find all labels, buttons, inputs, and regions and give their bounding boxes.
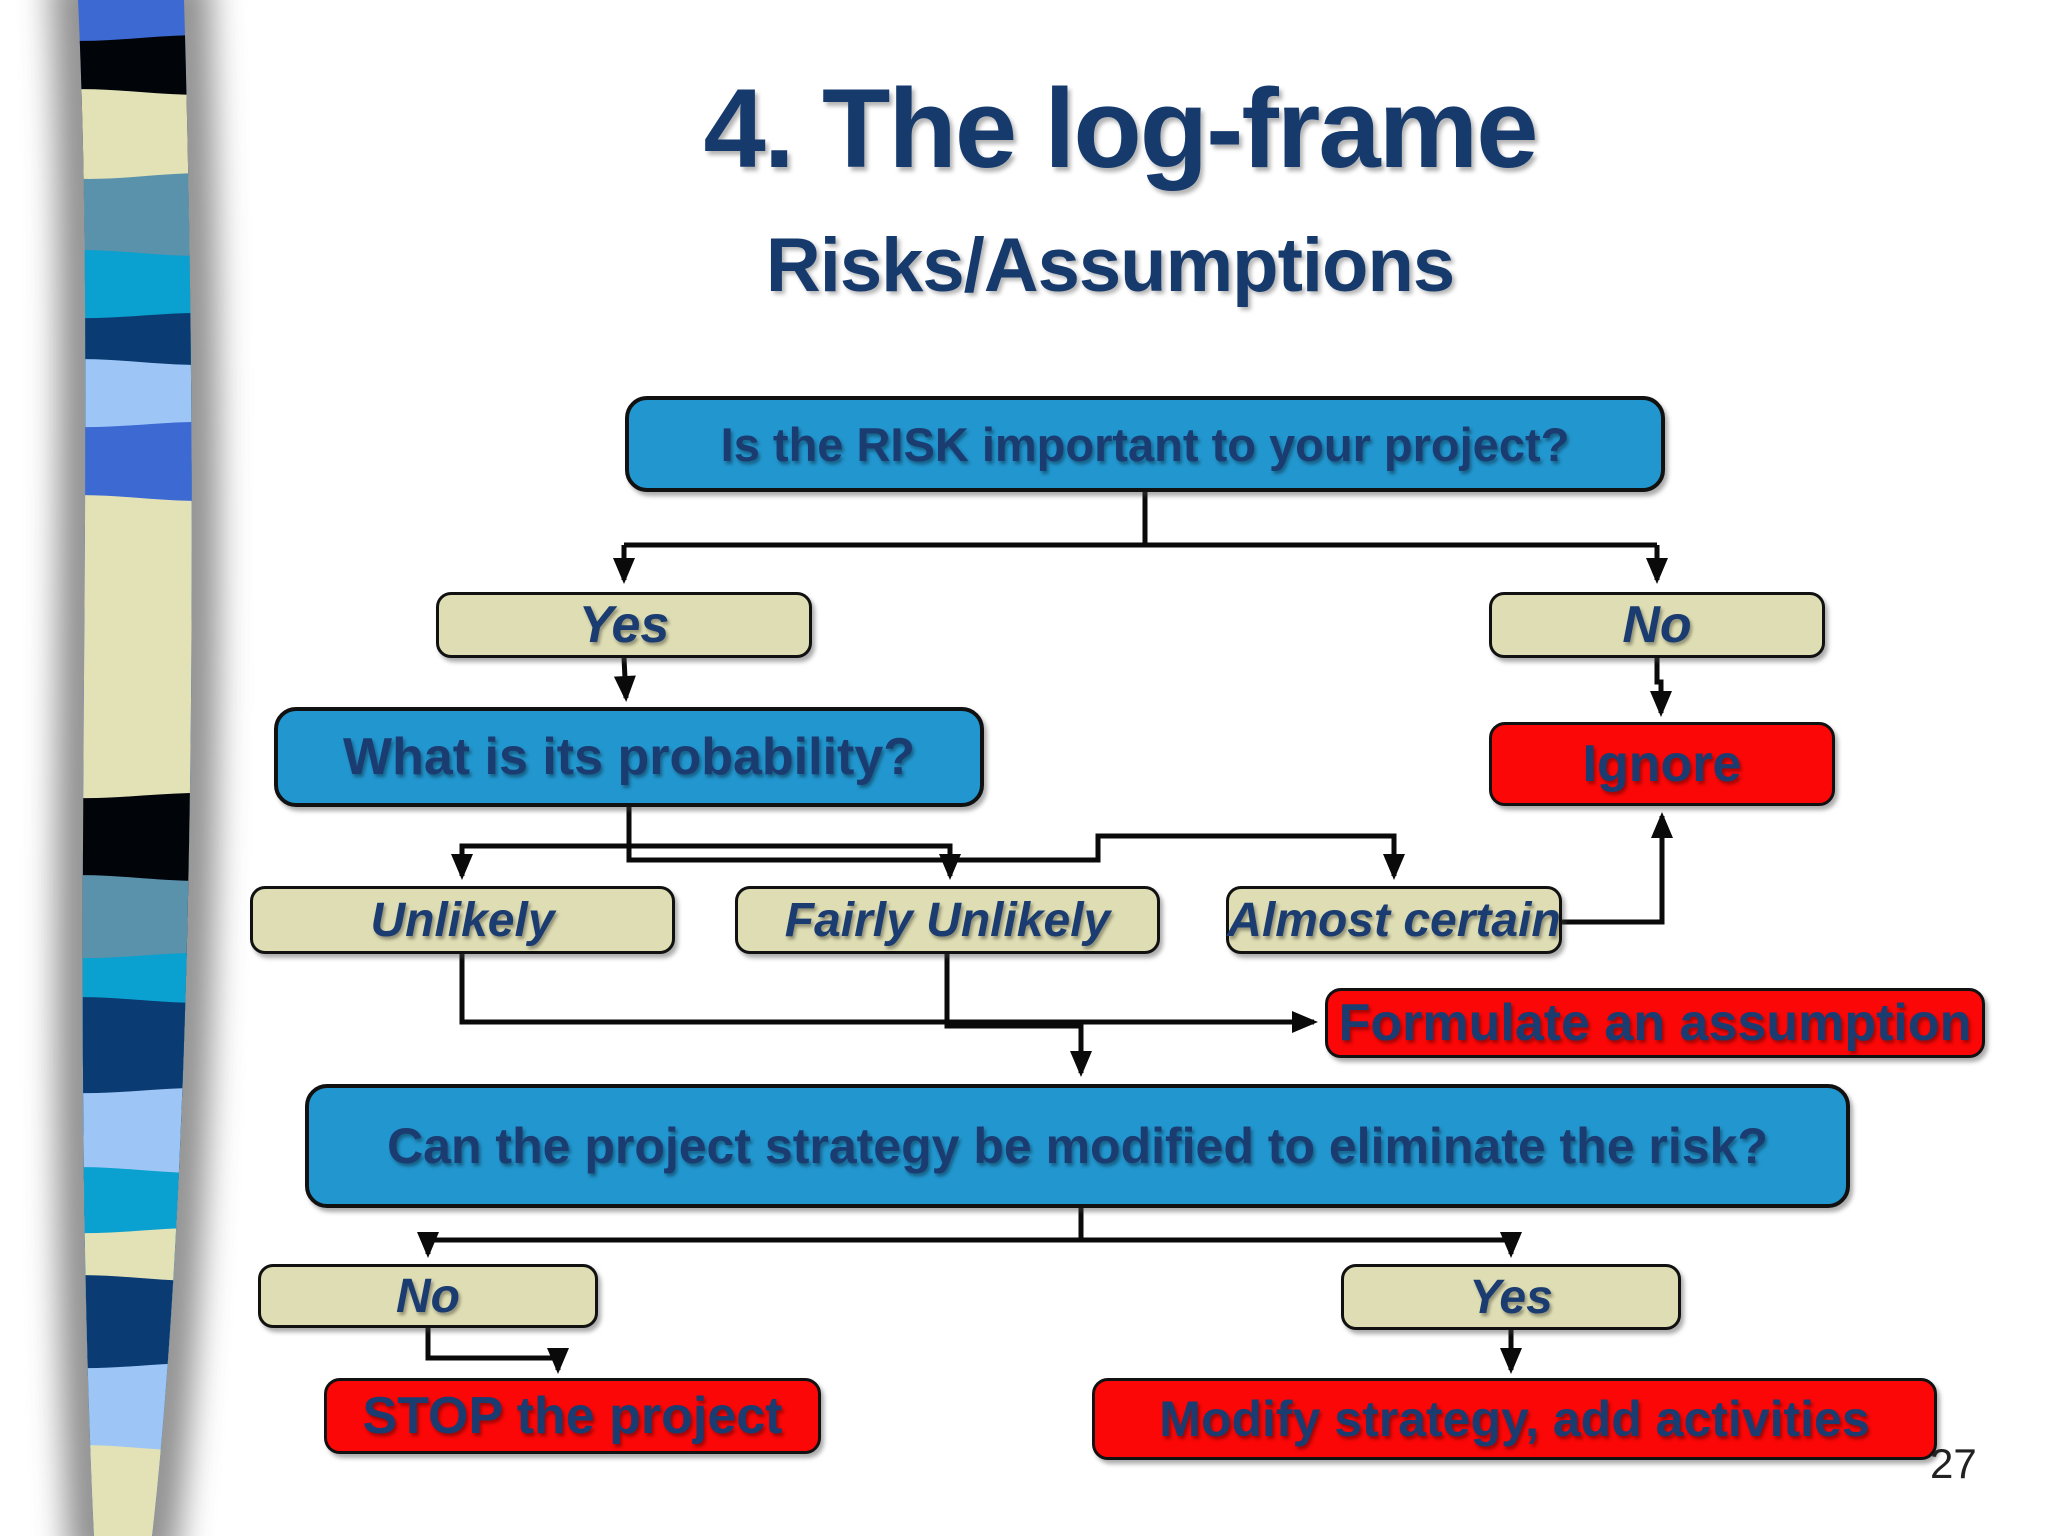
connector-no2-stop — [425, 1328, 569, 1374]
connector-no1-ignore — [1650, 658, 1672, 717]
node-label: Unlikely — [370, 893, 555, 947]
node-almost-certain: Almost certain — [1226, 886, 1562, 954]
node-formulate-assumption: Formulate an assumption — [1325, 988, 1985, 1058]
node-stop-project: STOP the project — [324, 1378, 821, 1454]
node-label: No — [1622, 596, 1692, 654]
node-yes-2: Yes — [1341, 1264, 1681, 1330]
connector-risk-split — [624, 492, 1657, 548]
connector-yes1-prob — [613, 657, 636, 702]
node-fairly-unlikely: Fairly Unlikely — [735, 886, 1160, 954]
node-is-risk-important: Is the RISK important to your project? — [625, 396, 1665, 492]
connector-fairly-bigq — [944, 954, 1092, 1077]
node-label: Can the project strategy be modified to … — [387, 1118, 1768, 1174]
node-label: Formulate an assumption — [1338, 994, 1972, 1052]
node-label: Yes — [578, 596, 670, 654]
node-ignore: Ignore — [1489, 722, 1835, 806]
connector-prob-fairly — [626, 807, 961, 880]
node-modify-strategy: Modify strategy, add activities — [1092, 1378, 1937, 1460]
node-label: What is its probability? — [342, 728, 916, 786]
connector-unlikely-formulate — [459, 954, 1318, 1033]
connector-almost-ignore — [1562, 812, 1673, 925]
node-label: No — [396, 1269, 460, 1323]
node-label: Ignore — [1582, 735, 1742, 793]
connector-bigq-split — [428, 1208, 1511, 1243]
node-yes-1: Yes — [436, 592, 812, 658]
flowchart-connectors — [417, 492, 1673, 1374]
node-label: Yes — [1469, 1270, 1553, 1324]
node-label: Almost certain — [1227, 893, 1561, 947]
node-label: Is the RISK important to your project? — [720, 417, 1570, 471]
node-what-probability: What is its probability? — [274, 707, 984, 807]
slide-subtitle: Risks/Assumptions — [765, 223, 1455, 308]
node-label: Fairly Unlikely — [784, 893, 1111, 947]
node-no-1: No — [1489, 592, 1825, 658]
connector-prob-unlikely — [451, 807, 632, 880]
page-number: 27 — [1930, 1440, 1977, 1487]
connector-prob-almost — [626, 807, 1405, 880]
node-no-2: No — [258, 1264, 598, 1328]
node-can-strategy-be-modified: Can the project strategy be modified to … — [305, 1084, 1850, 1208]
node-unlikely: Unlikely — [250, 886, 675, 954]
node-label: STOP the project — [362, 1387, 783, 1445]
slide-title: 4. The log-frame — [703, 66, 1538, 191]
node-label: Modify strategy, add activities — [1159, 1391, 1870, 1447]
